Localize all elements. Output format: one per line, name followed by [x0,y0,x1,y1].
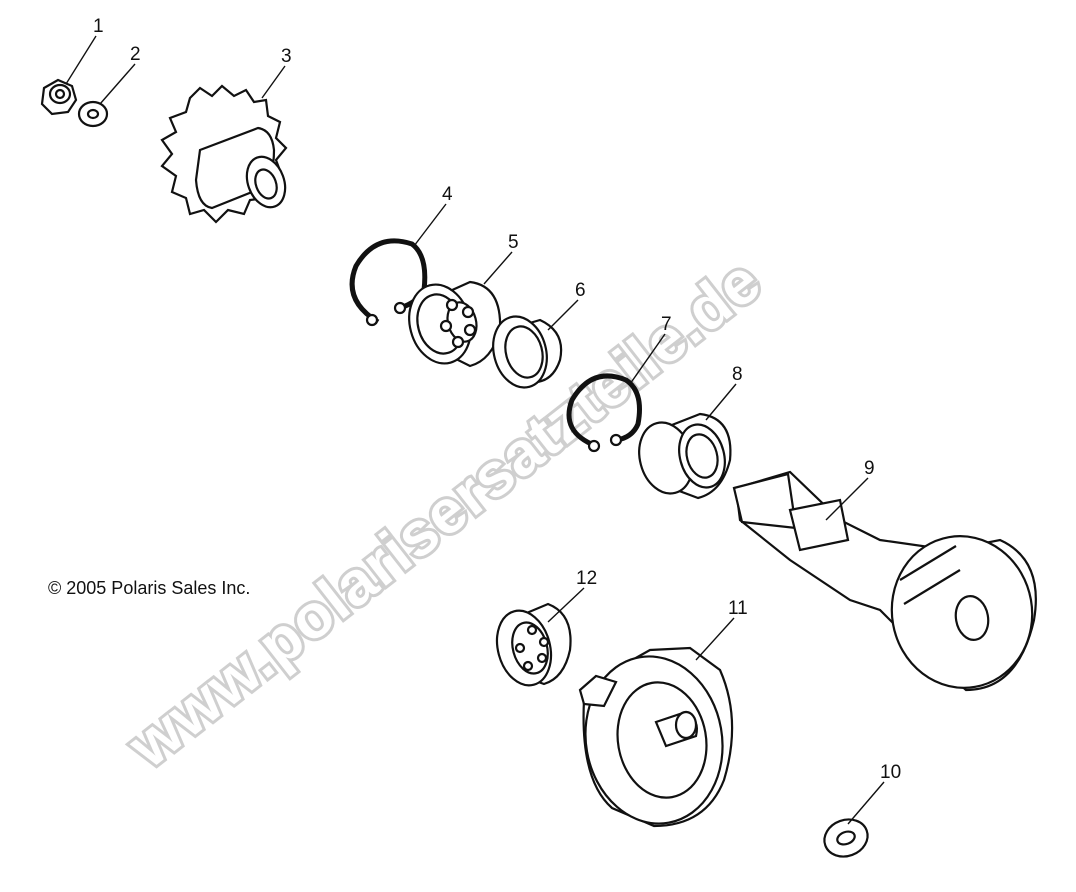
part-12-ball-bearing [495,602,572,687]
copyright-text: © 2005 Polaris Sales Inc. [48,578,250,598]
callout-5: 5 [508,232,519,253]
callout-10: 10 [880,762,901,783]
part-6-seal [492,315,563,389]
part-3-sprocket [160,84,288,224]
part-1-nut [40,78,78,116]
callout-4: 4 [442,184,453,205]
callout-7: 7 [661,314,672,335]
callout-8: 8 [732,364,743,385]
callout-12: 12 [576,568,597,589]
callout-2: 2 [130,44,141,65]
part-2-washer [77,100,109,128]
part-8-needle-bearing [638,412,732,500]
part-10-washer [823,818,869,858]
part-9-shaft-gear [732,470,1037,692]
part-5-ball-bearing [408,280,502,368]
part-11-gear [578,646,734,828]
part-7-snap-ring [566,373,642,453]
callout-9: 9 [864,458,875,479]
callout-1: 1 [93,16,104,37]
callout-11: 11 [728,598,748,619]
callout-3: 3 [281,46,292,67]
callout-6: 6 [575,280,586,301]
leader-lines [65,35,885,825]
